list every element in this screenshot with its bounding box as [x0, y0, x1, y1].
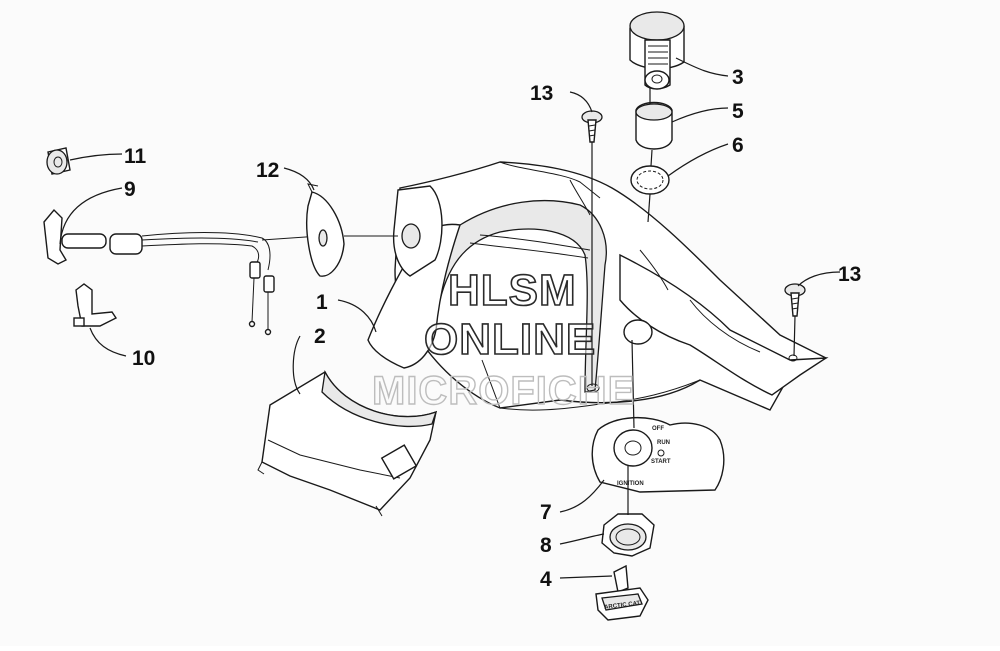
callout-13-upper: 13 [530, 82, 553, 105]
callout-1: 1 [316, 291, 328, 314]
callout-8: 8 [540, 534, 552, 557]
switch-run-label: RUN [657, 440, 670, 446]
callout-6: 6 [732, 134, 744, 157]
callout-2: 2 [314, 325, 326, 348]
callout-7: 7 [540, 501, 552, 524]
key-logo-text: ARCTIC CAT [604, 601, 641, 611]
callout-3: 3 [732, 66, 744, 89]
watermark: HLSM ONLINE MICROFICHE [371, 265, 635, 414]
seal-part-12 [306, 183, 398, 277]
switch-start-label: START [651, 459, 671, 465]
lower-cover-part-2 [257, 369, 438, 517]
switch-ignition-label: IGNITION [617, 481, 644, 487]
nut-part-8 [601, 513, 655, 557]
lock-ring-part-6 [630, 165, 670, 195]
bushing-part-5 [635, 101, 673, 150]
throttle-cable-part-9 [43, 208, 321, 336]
callout-10: 10 [132, 347, 155, 370]
callout-labels: 3 5 6 13 13 11 9 12 1 2 10 7 8 4 [124, 66, 861, 591]
screw-part-13-upper [581, 110, 603, 143]
watermark-line-1: HLSM [448, 266, 577, 315]
ignition-switch-plate-part-7: OFF RUN START IGNITION [591, 416, 725, 493]
callout-4: 4 [540, 568, 552, 591]
callout-9: 9 [124, 178, 136, 201]
watermark-line-2: ONLINE [424, 315, 596, 364]
throttle-lever-part-10 [73, 283, 118, 327]
ignition-switch-part-3 [629, 11, 685, 90]
callout-11: 11 [124, 145, 147, 168]
callout-12: 12 [256, 159, 279, 182]
handlebar-cover-part-1 [367, 161, 829, 411]
leader-lines [59, 57, 841, 579]
callout-13-right: 13 [838, 263, 861, 286]
watermark-line-3: MICROFICHE [372, 369, 635, 413]
screw-part-13-right [784, 283, 806, 317]
callout-5: 5 [732, 100, 744, 123]
ignition-key-part-4: ARCTIC CAT [595, 564, 649, 621]
switch-off-label: OFF [652, 426, 664, 432]
grommet-part-11 [46, 147, 71, 175]
